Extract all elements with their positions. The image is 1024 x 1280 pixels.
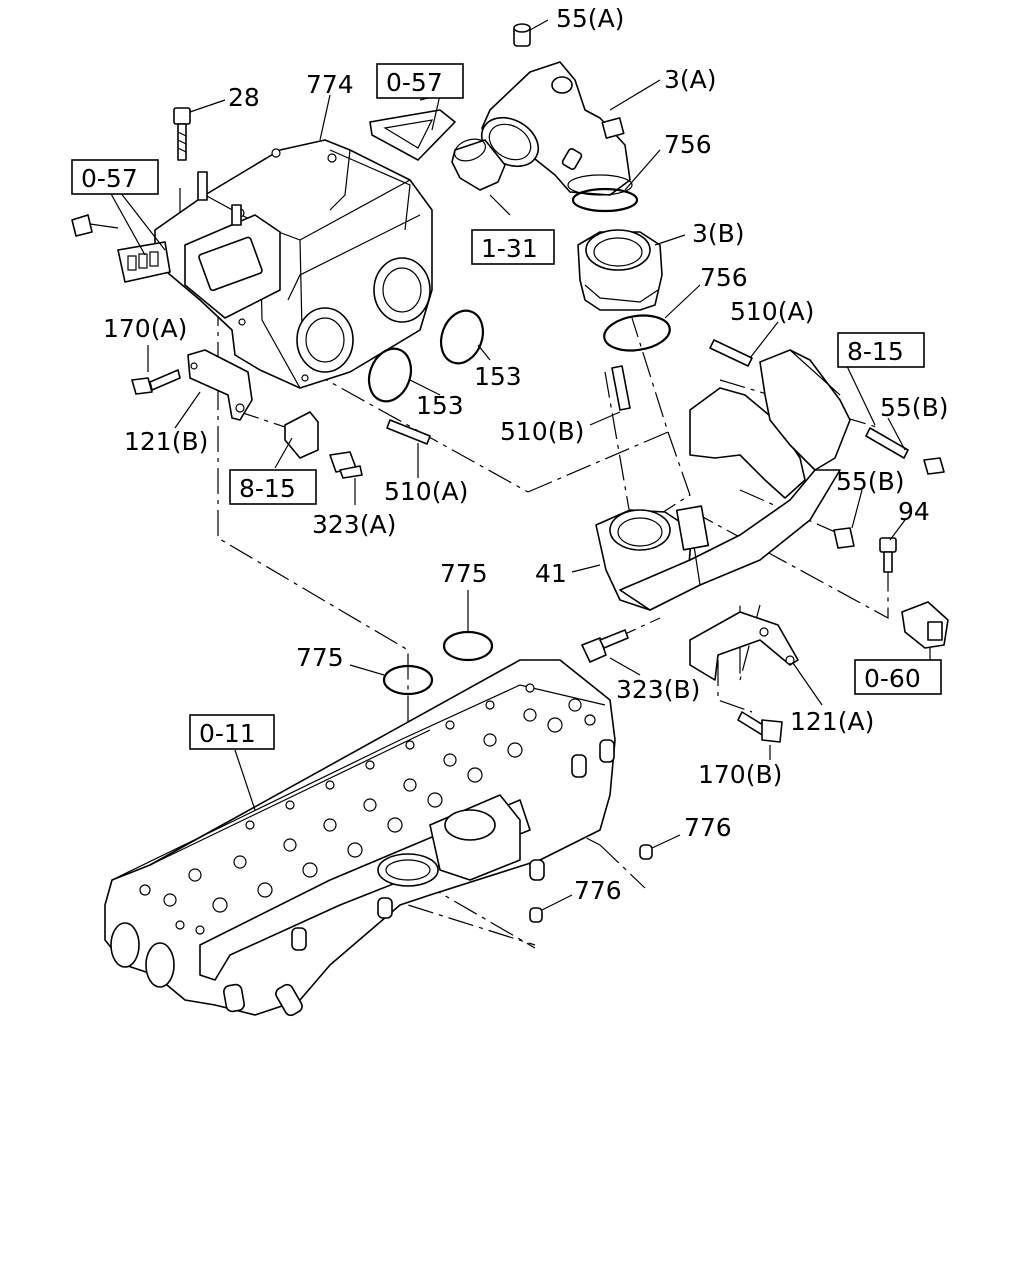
bolt-28	[173, 107, 191, 161]
nut-55a	[513, 23, 531, 47]
o-rings-153	[367, 309, 485, 403]
bracket-121a	[689, 611, 799, 681]
sensor-0-60	[901, 601, 949, 649]
callout-3a: 3(A)	[664, 65, 717, 94]
gasket-0-57-left	[71, 214, 171, 283]
callout-510a-upper: 510(A)	[730, 297, 814, 326]
callout-323a: 323(A)	[312, 510, 396, 539]
stud-510a-upper	[709, 339, 753, 367]
svg-text:8-15: 8-15	[847, 337, 904, 366]
ref-box-8-15-left: 8-15	[229, 469, 317, 505]
callout-labels: 55(A) 3(A) 756 3(B) 756 510(A) 55(B) 55(…	[103, 4, 948, 905]
nut-55b-upper	[865, 427, 945, 475]
nut-55b-lower	[833, 527, 855, 549]
callout-776-upper: 776	[684, 813, 732, 842]
hose-1-31	[451, 138, 506, 191]
bolt-323b	[581, 629, 629, 663]
callout-775-lower: 775	[296, 643, 344, 672]
callout-776-lower: 776	[574, 876, 622, 905]
svg-text:0-57: 0-57	[81, 164, 138, 193]
bolt-170b	[737, 711, 783, 743]
gasket-0-57-top	[369, 109, 456, 161]
callout-756-upper: 756	[664, 130, 712, 159]
callout-3b: 3(B)	[692, 219, 745, 248]
gasket-756-upper	[571, 187, 639, 213]
callout-510b: 510(B)	[500, 417, 584, 446]
svg-text:1-31: 1-31	[481, 234, 538, 263]
plugs-776	[529, 844, 653, 923]
callout-756-lower: 756	[700, 263, 748, 292]
callout-170b: 170(B)	[698, 760, 782, 789]
svg-text:8-15: 8-15	[239, 474, 296, 503]
callout-153-left: 153	[416, 391, 464, 420]
ref-box-0-57-top: 0-57	[376, 63, 464, 99]
ref-box-0-57-left: 0-57	[71, 159, 159, 195]
callout-775-upper: 775	[440, 559, 488, 588]
callout-41: 41	[535, 559, 567, 588]
bolt-94	[879, 537, 897, 573]
bolt-323a	[329, 451, 363, 479]
callout-510a-lower: 510(A)	[384, 477, 468, 506]
callout-121a: 121(A)	[790, 707, 874, 736]
svg-text:0-11: 0-11	[199, 719, 256, 748]
callout-153-right: 153	[474, 362, 522, 391]
ref-box-8-15-right: 8-15	[837, 332, 925, 368]
callout-121b: 121(B)	[124, 427, 208, 456]
reference-boxes: 0-57 0-57 1-31 8-15 8-15 0-60 0-11	[71, 63, 942, 750]
cylinder-head	[104, 659, 616, 1017]
flange-3b	[577, 229, 663, 311]
outlet-pipe-assembly	[595, 349, 851, 611]
callout-28: 28	[228, 83, 260, 112]
head-ports	[139, 683, 596, 935]
stud-510b	[611, 365, 631, 411]
ref-box-1-31: 1-31	[471, 229, 555, 265]
gasket-756-lower	[603, 314, 671, 352]
callout-170a: 170(A)	[103, 314, 187, 343]
svg-text:0-60: 0-60	[864, 664, 921, 693]
callout-323b: 323(B)	[616, 675, 700, 704]
svg-text:0-57: 0-57	[386, 68, 443, 97]
thermostat-housing-774	[154, 139, 433, 389]
leader-lines	[109, 19, 931, 911]
stud-510a-lower	[386, 419, 431, 445]
ref-box-0-11: 0-11	[189, 714, 275, 750]
bracket-121b	[131, 349, 319, 459]
callout-774: 774	[306, 70, 354, 99]
callout-94: 94	[898, 497, 930, 526]
callout-55a: 55(A)	[556, 4, 624, 33]
callout-55b-upper: 55(B)	[880, 393, 948, 422]
callout-55b-lower: 55(B)	[836, 467, 904, 496]
ref-box-0-60: 0-60	[854, 659, 942, 695]
